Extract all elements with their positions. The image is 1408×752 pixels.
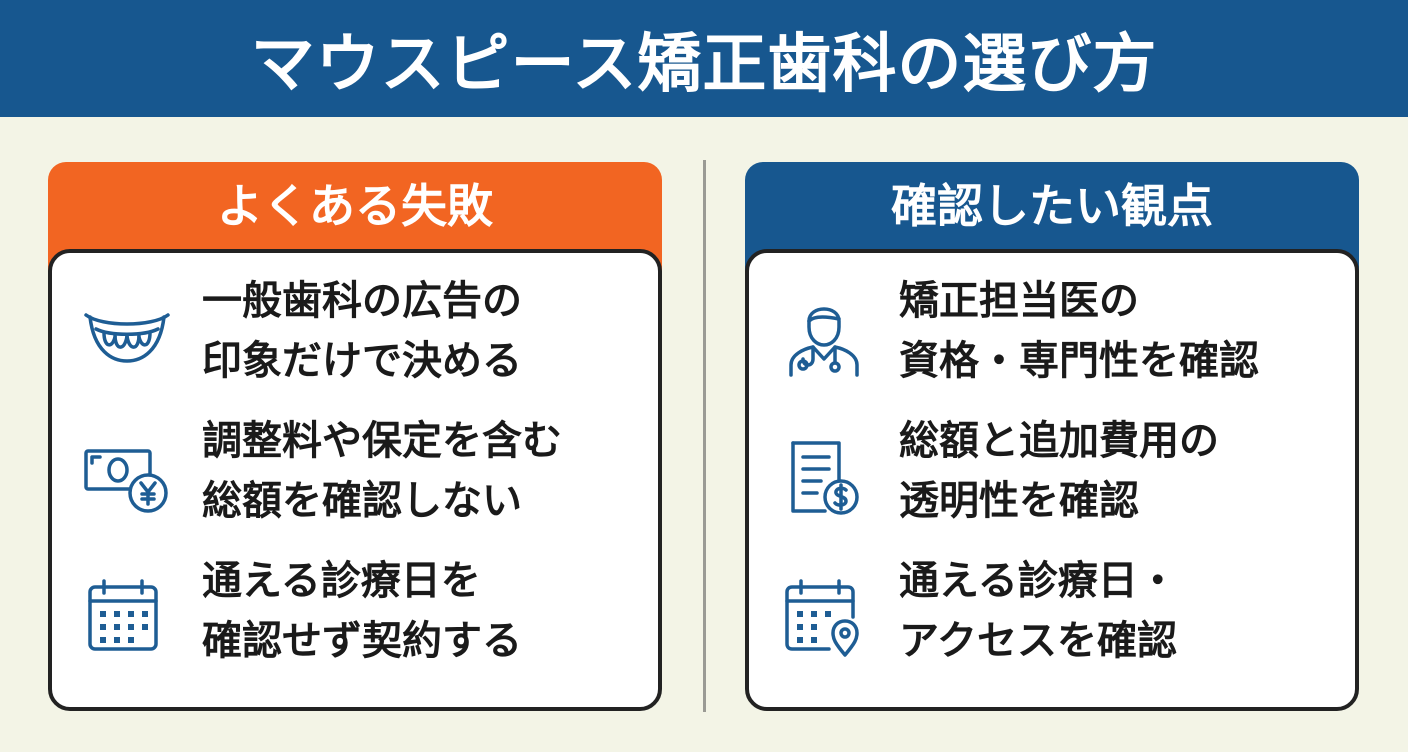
panel-body-check-points: 矯正担当医の 資格・専門性を確認 総額と追加費用の 透明性を確認 (745, 249, 1359, 711)
item-text: 調整料や保定を含む 総額を確認しない (202, 411, 652, 531)
list-item: 通える診療日を 確認せず契約する (52, 551, 658, 681)
page-title: マウスピース矯正歯科の選び方 (250, 27, 1158, 102)
item-line: 調整料や保定を含む (202, 418, 562, 464)
list-item: 調整料や保定を含む 総額を確認しない (52, 411, 658, 541)
panel-header-label: 確認したい観点 (891, 179, 1213, 233)
item-line: 透明性を確認 (899, 478, 1139, 524)
item-line: 確認せず契約する (202, 618, 522, 664)
item-line: 資格・専門性を確認 (899, 338, 1259, 384)
item-line: 印象だけで決める (202, 338, 522, 384)
yen-money-icon (82, 433, 172, 523)
list-item: 矯正担当医の 資格・専門性を確認 (749, 271, 1355, 401)
item-text: 一般歯科の広告の 印象だけで決める (202, 271, 652, 391)
center-divider (703, 160, 706, 712)
item-line: 通える診療日を (202, 558, 481, 604)
list-item: 一般歯科の広告の 印象だけで決める (52, 271, 658, 401)
item-line: アクセスを確認 (899, 618, 1177, 664)
item-text: 通える診療日を 確認せず契約する (202, 551, 652, 671)
item-line: 矯正担当医の (899, 278, 1139, 324)
common-mistakes-panel: よくある失敗 一般歯科の広告の 印象だけで決める (48, 162, 662, 711)
list-item: 通える診療日・ アクセスを確認 (749, 551, 1355, 681)
calendar-location-icon (779, 573, 869, 663)
check-points-panel: 確認したい観点 矯正担当医の 資格・専門性を確認 (745, 162, 1359, 711)
list-item: 総額と追加費用の 透明性を確認 (749, 411, 1355, 541)
teeth-icon (82, 293, 172, 383)
panel-body-mistakes: 一般歯科の広告の 印象だけで決める 調整料や保定を含む 総額を確認しない (48, 249, 662, 711)
item-text: 矯正担当医の 資格・専門性を確認 (899, 271, 1349, 391)
item-line: 総額と追加費用の (899, 418, 1219, 464)
item-text: 通える診療日・ アクセスを確認 (899, 551, 1349, 671)
item-line: 一般歯科の広告の (202, 278, 522, 324)
doctor-icon (779, 293, 869, 383)
panel-header-label: よくある失敗 (217, 179, 493, 233)
item-text: 総額と追加費用の 透明性を確認 (899, 411, 1349, 531)
invoice-dollar-icon (779, 433, 869, 523)
item-line: 通える診療日・ (899, 558, 1178, 604)
calendar-icon (82, 573, 172, 663)
title-bar: マウスピース矯正歯科の選び方 (0, 0, 1408, 117)
item-line: 総額を確認しない (202, 478, 522, 524)
